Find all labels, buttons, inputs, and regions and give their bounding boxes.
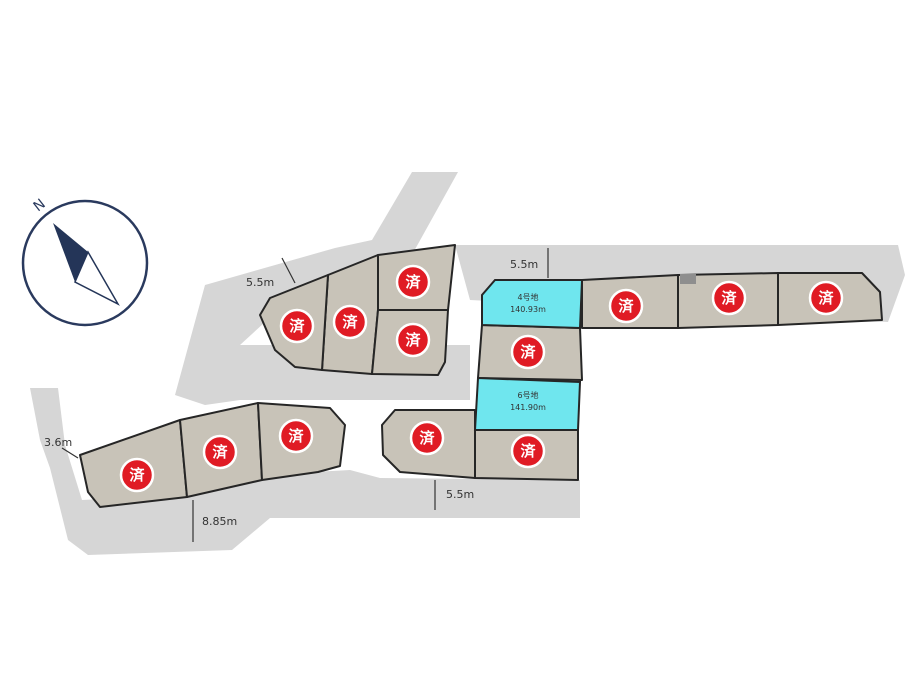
- svg-text:済: 済: [419, 429, 435, 447]
- utility-box: [680, 274, 696, 284]
- sold-marker: 済: [395, 264, 431, 300]
- sold-marker: 済: [409, 420, 445, 456]
- sold-marker: 済: [711, 280, 747, 316]
- svg-text:済: 済: [405, 273, 421, 291]
- sold-marker: 済: [510, 433, 546, 469]
- svg-text:済: 済: [129, 466, 145, 484]
- svg-text:済: 済: [618, 297, 634, 315]
- svg-text:済: 済: [405, 331, 421, 349]
- svg-text:済: 済: [288, 427, 304, 445]
- dim-upper-road: 5.5m: [246, 276, 274, 289]
- dim-west-path: 3.6m: [44, 436, 72, 449]
- dim-south-road: 8.85m: [202, 515, 237, 528]
- sold-marker: 済: [395, 322, 431, 358]
- svg-text:済: 済: [289, 317, 305, 335]
- dim-east-road: 5.5m: [510, 258, 538, 271]
- sold-markers: 済 済 済 済 済 済 済 済 済 済 済 済 済: [119, 264, 844, 493]
- svg-text:済: 済: [212, 443, 228, 461]
- svg-text:済: 済: [520, 442, 536, 460]
- svg-text:済: 済: [520, 343, 536, 361]
- svg-text:済: 済: [818, 289, 834, 307]
- lot-available-6[interactable]: [473, 376, 582, 431]
- sold-marker: 済: [202, 434, 238, 470]
- sold-marker: 済: [119, 457, 155, 493]
- lot-available-4[interactable]: [481, 279, 584, 330]
- dimensions: 5.5m 5.5m 5.5m 3.6m 8.85m: [44, 248, 549, 542]
- compass-north-label: N: [31, 196, 49, 215]
- svg-text:済: 済: [342, 313, 358, 331]
- north-road: [175, 172, 458, 405]
- lot-6-name: 6号地: [517, 390, 538, 400]
- west-road: [30, 388, 580, 555]
- dim-lower-road: 5.5m: [446, 488, 474, 501]
- svg-text:済: 済: [721, 289, 737, 307]
- lot-6-area: 141.90m: [510, 403, 546, 412]
- north-arrow-icon: N: [21, 196, 149, 327]
- sold-marker: 済: [278, 418, 314, 454]
- dim-line-west-path: [61, 447, 79, 459]
- available-lot-labels: 4号地 140.93m 6号地 141.90m: [510, 292, 546, 412]
- sold-marker: 済: [279, 308, 315, 344]
- dim-line-upper-road: [281, 257, 296, 284]
- sold-marker: 済: [808, 280, 844, 316]
- lot-4-area: 140.93m: [510, 305, 546, 314]
- lot-4-name: 4号地: [517, 292, 538, 302]
- sold-marker: 済: [510, 334, 546, 370]
- sold-marker: 済: [608, 288, 644, 324]
- sold-marker: 済: [332, 304, 368, 340]
